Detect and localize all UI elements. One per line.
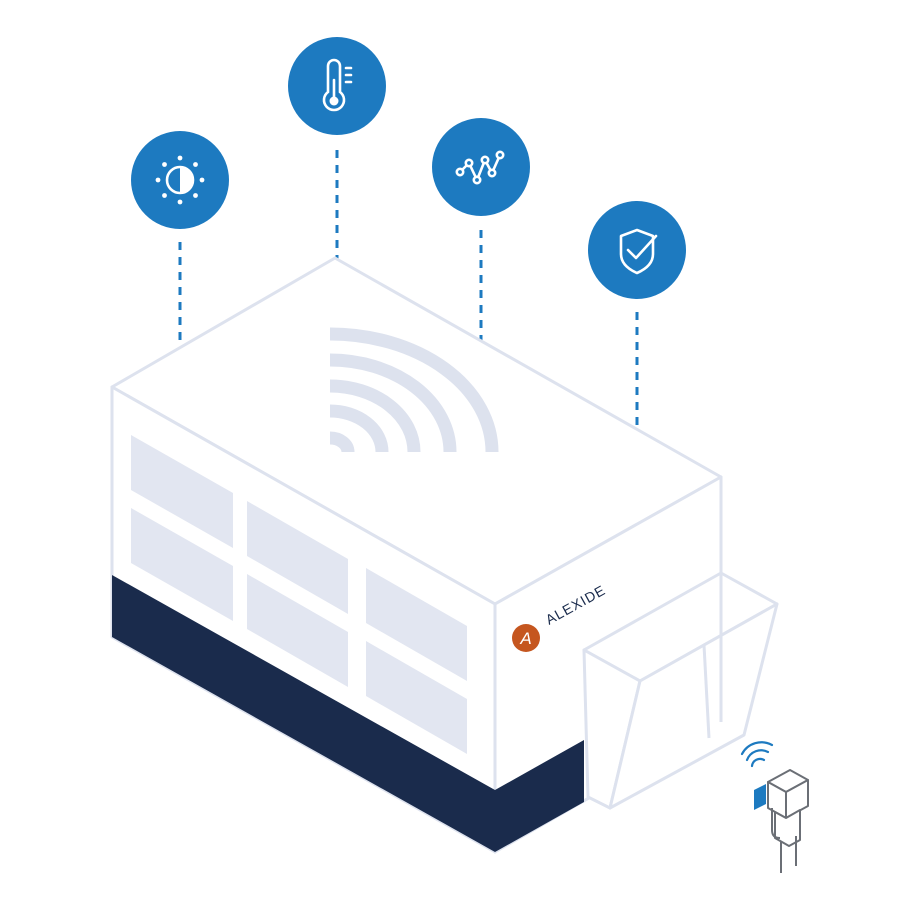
window bbox=[366, 641, 467, 754]
window bbox=[131, 508, 233, 621]
security-sensor-badge[interactable] bbox=[588, 201, 686, 299]
sensor-icons bbox=[131, 37, 686, 299]
building-windows bbox=[131, 435, 467, 754]
brightness-contrast-icon bbox=[155, 155, 205, 205]
line-graph-icon bbox=[455, 150, 505, 185]
analytics-sensor-badge[interactable] bbox=[432, 118, 530, 216]
device-body bbox=[767, 769, 809, 847]
shield-check-icon bbox=[619, 228, 658, 275]
device-cable bbox=[771, 808, 797, 873]
sensor-device bbox=[740, 741, 809, 873]
window bbox=[366, 568, 467, 681]
light-sensor-badge[interactable] bbox=[131, 131, 229, 229]
window bbox=[247, 501, 348, 614]
temperature-sensor-badge[interactable] bbox=[288, 37, 386, 135]
wifi-icon bbox=[329, 327, 499, 453]
window bbox=[247, 574, 348, 687]
building-base-band-side bbox=[495, 740, 584, 852]
warehouse-building: A ALEXIDE bbox=[110, 256, 723, 854]
device-signal-icon bbox=[740, 741, 774, 768]
logo-letter: A bbox=[519, 629, 531, 648]
loading-dock bbox=[582, 571, 779, 810]
logo-mark bbox=[512, 624, 540, 652]
thermometer-icon bbox=[322, 58, 353, 112]
dock-divider bbox=[702, 644, 711, 739]
window bbox=[131, 435, 233, 548]
device-sensor-pad bbox=[754, 784, 766, 810]
dock-opening bbox=[608, 602, 779, 810]
building-base-band-front bbox=[112, 575, 495, 852]
